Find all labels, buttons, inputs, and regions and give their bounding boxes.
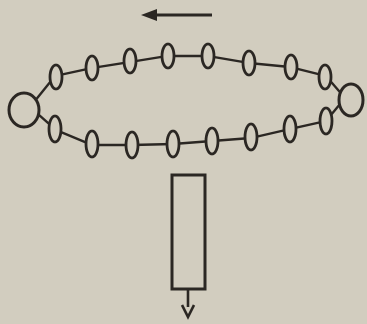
- disk: [160, 42, 176, 70]
- disk: [243, 122, 259, 152]
- disk: [165, 129, 181, 159]
- outflow-arrow-icon: [180, 289, 196, 320]
- disk: [84, 54, 100, 82]
- outlet-tube: [170, 173, 207, 291]
- disk: [47, 114, 63, 144]
- disk: [317, 63, 333, 91]
- ring-end-disk-left: [7, 91, 41, 129]
- disk: [122, 47, 138, 75]
- top-disk-row: [48, 42, 333, 91]
- disk: [318, 106, 334, 136]
- disk: [84, 129, 100, 159]
- disk: [124, 130, 140, 160]
- bottom-disk-row: [47, 106, 334, 160]
- disk: [200, 42, 216, 70]
- disk: [241, 49, 257, 77]
- disk: [48, 63, 64, 91]
- rotation-arrow-icon: [141, 9, 212, 21]
- disk: [282, 114, 298, 144]
- ring-end-disk-right: [337, 82, 365, 118]
- disk: [283, 53, 299, 81]
- disk: [204, 126, 220, 156]
